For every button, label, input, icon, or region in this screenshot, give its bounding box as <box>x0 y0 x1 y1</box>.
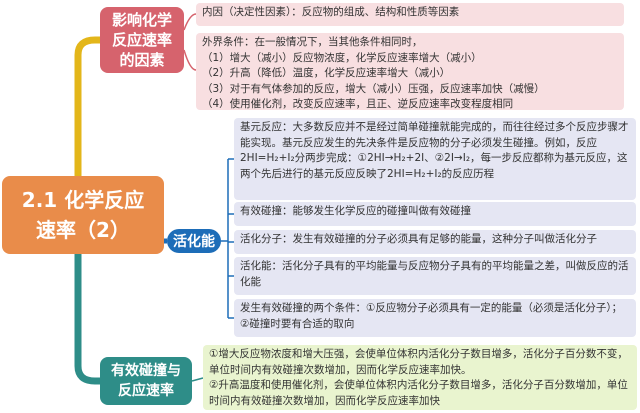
collision-to-note <box>191 377 204 382</box>
branch-factors-line-2: 反应速率 <box>111 31 172 49</box>
branch-factors[interactable]: 影响化学 反应速率 的因素 <box>100 7 184 73</box>
factors-to-internal <box>183 13 197 31</box>
branch-activation-label: 活化能 <box>173 234 215 250</box>
note-internal-factor: 内因（决定性因素）：反应物的组成、结构和性质等因素 <box>196 3 624 26</box>
note-elementary-reaction: 基元反应：大多数反应并不是经过简单碰撞就能完成的，而往往经过多个反应步骤才能实现… <box>234 118 636 200</box>
branch-collision[interactable]: 有效碰撞与 反应速率 <box>100 357 192 405</box>
branch-collision-line-1: 有效碰撞与 <box>111 363 181 379</box>
note-activation-energy: 活化能：活化分子具有的平均能量与反应物分子具有的平均能量之差，叫做反应的活化能 <box>234 257 636 295</box>
note-effective-collision: 有效碰撞：能够发生化学反应的碰撞叫做有效碰撞 <box>234 202 636 226</box>
factors-to-external <box>183 49 197 71</box>
activation-spine <box>221 159 229 318</box>
branch-factors-line-1: 影响化学 <box>111 11 172 29</box>
trunk-to-collision <box>74 250 104 385</box>
branch-activation[interactable]: 活化能 <box>167 229 221 253</box>
root-line-1: 2.1 化学反应 <box>21 188 145 212</box>
root-node[interactable]: 2.1 化学反应 速率（2） <box>2 176 164 254</box>
branch-factors-line-3: 的因素 <box>119 51 165 69</box>
note-external-conditions: 外界条件：在一般情况下，当其他条件相同时， （1）增大（减小）反应物浓度，化学反… <box>196 33 624 110</box>
branch-collision-line-2: 反应速率 <box>118 383 174 399</box>
note-activated-molecule: 活化分子：发生有效碰撞的分子必须具有足够的能量，这种分子叫做活化分子 <box>234 230 636 254</box>
trunk-to-factors <box>74 36 104 180</box>
note-collision-conditions: 发生有效碰撞的两个条件：①反应物分子必须具有一定的能量（必须是活化分子）；②碰撞… <box>234 299 636 337</box>
root-line-2: 速率（2） <box>36 218 130 242</box>
note-rate-effect: ①增大反应物浓度和增大压强，会使单位体积内活化分子数目增多，活化分子百分数不变，… <box>203 345 637 410</box>
